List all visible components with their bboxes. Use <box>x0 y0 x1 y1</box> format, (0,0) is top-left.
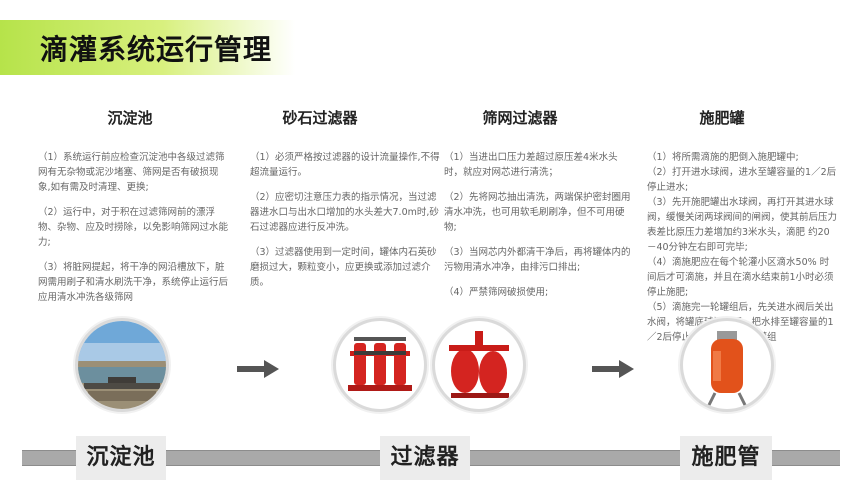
paragraph: （2）运行中，对于积在过滤筛网前的漂浮物、杂物、应及时捞除，以免影响筛网过水能力… <box>38 207 229 248</box>
paragraph: （3）当网芯内外都清干净后，再将罐体内的污物用清水冲净，由排污口排出; <box>444 247 631 273</box>
screen-filter-image <box>432 318 526 412</box>
arrow-right-icon <box>237 360 279 378</box>
paragraph: （3）先开施肥罐出水球阀，再打开其进水球阀，缓慢关闭两球阀间的闸阀，使其前后压力… <box>647 197 838 253</box>
paragraph: （2）应密切注意压力表的指示情况，当过滤器进水口与出水口增加的水头差大7.0m时… <box>250 192 439 233</box>
column-text-fertilizer-tank: （1）将所需滴施的肥倒入施肥罐中; （2）打开进水球阀，进水至罐容量的1／2后停… <box>647 150 837 345</box>
column-title-screen-filter: 筛网过滤器 <box>482 109 558 127</box>
column-text-sand-filter: （1）必须严格按过滤器的设计流量操作,不得超流量运行。 （2）应密切注意压力表的… <box>250 150 440 300</box>
column-text-sedimentation: （1）系统运行前应检查沉淀池中各级过滤筛网有无杂物或泥沙堵塞、筛网是否有破损现象… <box>38 150 228 315</box>
paragraph: （1）必须严格按过滤器的设计流量操作,不得超流量运行。 <box>250 152 440 178</box>
fertilizer-tank-image <box>680 318 774 412</box>
paragraph: （2）先将网芯抽出清洗，两端保护密封圈用清水冲洗，也可用软毛刷刷净，但不可用硬物… <box>444 192 631 233</box>
sand-filter-image <box>333 318 427 412</box>
column-title-sand-filter: 砂石过滤器 <box>282 109 358 127</box>
sedimentation-pond-image <box>75 318 169 412</box>
stage-label-fertilizer: 施肥管 <box>680 436 772 480</box>
stage-label-filter: 过滤器 <box>380 436 470 480</box>
arrow-right-icon <box>592 360 634 378</box>
column-title-fertilizer-tank: 施肥罐 <box>699 109 745 127</box>
paragraph: （1）当进出口压力差超过原压差4米水头时，就应对网芯进行清洗； <box>444 152 618 178</box>
title-highlight-bar <box>0 20 295 75</box>
paragraph: （3）将脏网提起，将干净的网沿槽放下，脏网需用刷子和清水刷洗干净，系统停止运行后… <box>38 262 229 303</box>
column-text-screen-filter: （1）当进出口压力差超过原压差4米水头时，就应对网芯进行清洗； （2）先将网芯抽… <box>444 150 634 310</box>
stage-label-sedimentation: 沉淀池 <box>76 436 166 480</box>
column-title-sedimentation: 沉淀池 <box>107 109 153 127</box>
page-title: 滴灌系统运行管理 <box>40 33 273 66</box>
paragraph: （4）严禁筛网破损使用; <box>444 287 549 298</box>
paragraph: （4）滴施肥应在每个轮灌小区滴水50% 时间后才可滴施，并且在滴水结束前1小时必… <box>647 257 834 298</box>
paragraph: （3）过滤器使用到一定时间，罐体内石英砂磨损过大，颗粒变小，应更换或添加过滤介质… <box>250 247 437 288</box>
paragraph: （1）系统运行前应检查沉淀池中各级过滤筛网有无杂物或泥沙堵塞、筛网是否有破损现象… <box>38 152 225 193</box>
paragraph: （2）打开进水球阀，进水至罐容量的1／2后停止进水; <box>647 167 837 193</box>
paragraph: （1）将所需滴施的肥倒入施肥罐中; <box>647 152 799 163</box>
